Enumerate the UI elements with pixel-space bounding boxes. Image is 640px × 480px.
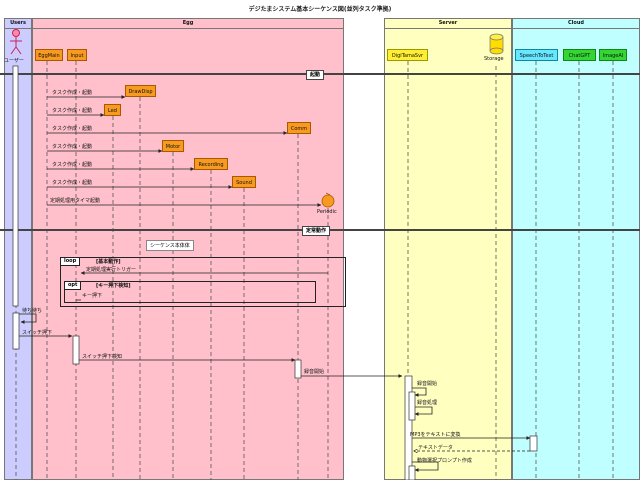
participant-led: Led <box>104 104 121 116</box>
msg-text-data: テキストデータ <box>418 445 453 451</box>
msg-m1: タスク作成・起動 <box>52 90 93 96</box>
participant-recording: Recording <box>194 158 228 170</box>
user-actor-icon <box>10 29 22 55</box>
msg-switch: スイッチ押下 <box>22 330 53 336</box>
opt-frame: opt <box>64 281 316 303</box>
activation-digitamasvr-inner2 <box>408 465 416 480</box>
participant-drawdisp: DrawDisp <box>125 85 156 97</box>
participant-imageai: ImageAI <box>599 49 627 61</box>
storage-icon <box>489 33 504 55</box>
activation-user <box>12 312 20 350</box>
msg-m6: タスク作成・起動 <box>52 180 93 186</box>
participant-periodic: Periodic <box>317 209 337 215</box>
msg-m7: 定期処理用タイマ起動 <box>50 198 101 204</box>
lane-users-header: Users <box>5 19 31 29</box>
periodic-tick <box>325 192 331 196</box>
msg-prompt: 動物選択プロンプト作成 <box>417 458 472 464</box>
participant-digitamasvr: DigiTamaSvr <box>387 49 428 61</box>
msg-rec-start: 録音開始 <box>304 369 325 375</box>
participant-chatgpt: ChatGPT <box>563 49 596 61</box>
participant-storage: Storage <box>484 56 504 62</box>
activation-digitamasvr <box>404 375 413 480</box>
participant-stt: SpeechToText <box>515 49 558 61</box>
participant-user: ユーザー <box>4 58 24 64</box>
participant-eggmain: EggMain <box>35 49 63 61</box>
msg-rec-begin: 録音開始 <box>417 381 438 387</box>
msg-switch-detect: スイッチ押下検知 <box>82 354 123 360</box>
msg-m2: タスク作成・起動 <box>52 108 93 114</box>
participant-sound: Sound <box>232 176 256 188</box>
lane-cloud-header: Cloud <box>513 19 639 29</box>
participant-comm: Comm <box>287 122 311 134</box>
section-steady-label: 定常動作 <box>302 226 331 236</box>
lane-spacer <box>344 18 384 480</box>
opt-frame-tag: opt <box>65 282 82 290</box>
participant-input: Input <box>67 49 87 61</box>
loop-frame-condition: [基本動作] <box>96 259 121 265</box>
msg-m4: タスク作成・起動 <box>52 144 93 150</box>
activation-digitamasvr-inner1 <box>408 391 416 421</box>
participant-motor: Motor <box>162 140 184 152</box>
msg-m3: タスク作成・起動 <box>52 126 93 132</box>
msg-keypress: キー押下 <box>82 293 103 299</box>
periodic-icon <box>321 194 335 208</box>
activation-input <box>72 335 80 365</box>
lane-server: Server <box>384 18 512 480</box>
arrow-prompt <box>412 461 439 472</box>
arrow-rec-proc <box>412 406 433 416</box>
activation-stt <box>529 435 538 452</box>
diagram-title: デジたまシステム基本シーケンス図(並列タスク準拠) <box>248 6 392 13</box>
loop-frame-tag: loop <box>61 258 81 266</box>
section-boot-label: 起動 <box>306 70 325 80</box>
msg-wait: 待ち待ち <box>22 308 43 314</box>
msg-trigger: 定期処理実行トリガー <box>86 267 137 273</box>
lane-server-header: Server <box>385 19 511 29</box>
lane-egg-header: Egg <box>33 19 343 29</box>
activation-comm <box>294 359 302 379</box>
msg-rec-proc: 録音処理 <box>417 400 438 406</box>
activation-users-lane <box>12 65 19 307</box>
arrow-wait <box>19 313 37 324</box>
arrow-rec-begin <box>412 387 427 397</box>
msg-m5: タスク作成・起動 <box>52 162 93 168</box>
sequence-note: シーケンス本体体 <box>146 240 194 251</box>
loop-frame: loop <box>60 257 346 307</box>
msg-mp3: MP3をテキストに変換 <box>410 432 461 438</box>
opt-frame-condition: [キー押下検知] <box>96 283 131 289</box>
